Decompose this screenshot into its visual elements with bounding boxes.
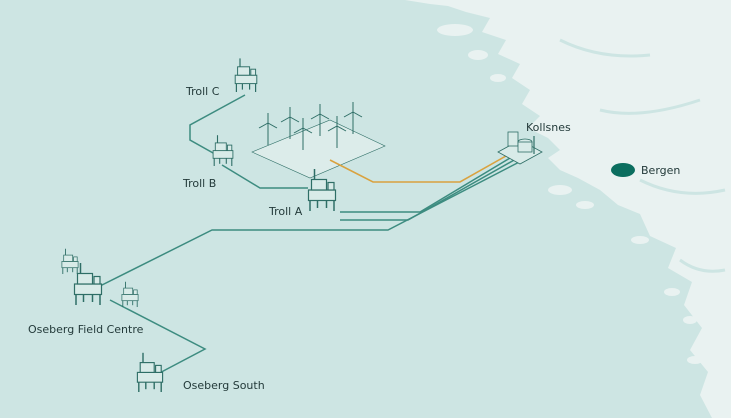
pipelines <box>91 94 528 379</box>
platform-icon <box>61 248 79 275</box>
platform-icon <box>212 134 234 167</box>
city-marker-icon <box>611 163 635 177</box>
label-oseberg-south: Oseberg South <box>183 379 265 392</box>
power-cable <box>329 147 521 183</box>
wind-farm-area <box>251 119 386 179</box>
label-kollsnes: Kollsnes <box>526 121 571 134</box>
pipeline-troll-a-kollsnes-2 <box>340 154 524 221</box>
fjords <box>559 38 726 273</box>
wind-turbine-icon <box>258 112 278 146</box>
label-troll-b: Troll B <box>183 177 217 190</box>
platform-icon <box>234 57 258 93</box>
platform-icon <box>73 262 103 306</box>
platform-icon <box>121 281 139 308</box>
label-oseberg-field-centre: Oseberg Field Centre <box>28 323 144 336</box>
label-bergen: Bergen <box>641 164 681 177</box>
processing-plant-icon <box>497 131 543 165</box>
pipeline-troll-c-troll-b <box>189 94 246 159</box>
label-troll-a: Troll A <box>269 205 303 218</box>
platform-icon <box>136 352 164 393</box>
pipeline-oseberg-kollsnes <box>91 157 528 291</box>
pipeline-oseberg-centre-south <box>109 299 207 379</box>
coastline <box>405 0 731 418</box>
pipeline-troll-b-troll-a <box>221 164 308 189</box>
label-troll-c: Troll C <box>186 85 220 98</box>
pipeline-troll-a-kollsnes-1 <box>340 151 521 213</box>
